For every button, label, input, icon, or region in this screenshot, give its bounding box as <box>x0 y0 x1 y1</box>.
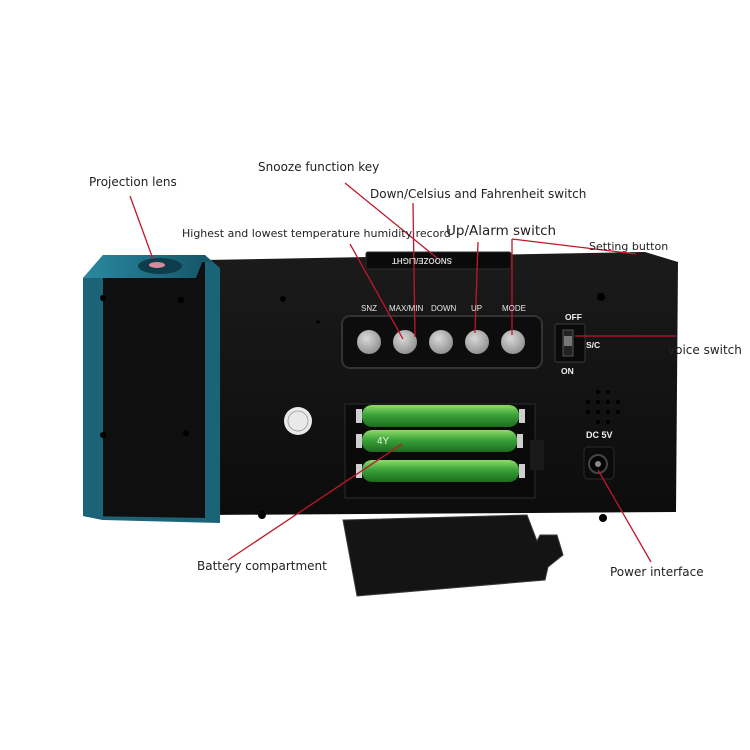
callout-down-celsius: Down/Celsius and Fahrenheit switch <box>370 187 587 201</box>
speaker-grille <box>586 390 620 424</box>
button-label-snz: SNZ <box>361 304 377 313</box>
callout-setting-button: Setting button <box>589 240 669 253</box>
snooze-bar-label: SNOOZE/LIGHT <box>392 256 452 265</box>
battery-compartment <box>344 403 544 499</box>
button-label-up: UP <box>471 304 483 313</box>
buttons-row <box>357 330 525 354</box>
button-max-min <box>393 330 417 354</box>
callout-voice-switch: voice switch <box>668 343 742 357</box>
battery-cover <box>342 514 564 597</box>
button-snz <box>357 330 381 354</box>
button-label-max-min: MAX/MIN <box>389 304 424 313</box>
callout-high-low-record: Highest and lowest temperature humidity … <box>182 227 451 240</box>
button-mode <box>501 330 525 354</box>
callout-projection-lens: Projection lens <box>89 175 177 189</box>
button-up <box>465 330 489 354</box>
button-label-down: DOWN <box>431 304 457 313</box>
switch-label-off: OFF <box>565 312 582 322</box>
callout-up-alarm: Up/Alarm switch <box>446 223 557 239</box>
callout-battery-compartment: Battery compartment <box>197 559 327 573</box>
battery-label: 4Y <box>377 436 390 447</box>
snooze-light-bar <box>365 251 512 270</box>
button-label-mode: MODE <box>502 304 526 313</box>
callout-power-interface: Power interface <box>610 565 704 579</box>
switch-label-on: ON <box>561 366 574 376</box>
device-body <box>205 252 678 515</box>
button-down <box>429 330 453 354</box>
leader-lines <box>129 182 676 563</box>
switch-label-sc: S/C <box>586 340 601 350</box>
lens-block <box>83 255 220 523</box>
power-label: DC 5V <box>586 430 613 440</box>
callout-snooze-key: Snooze function key <box>258 160 380 174</box>
